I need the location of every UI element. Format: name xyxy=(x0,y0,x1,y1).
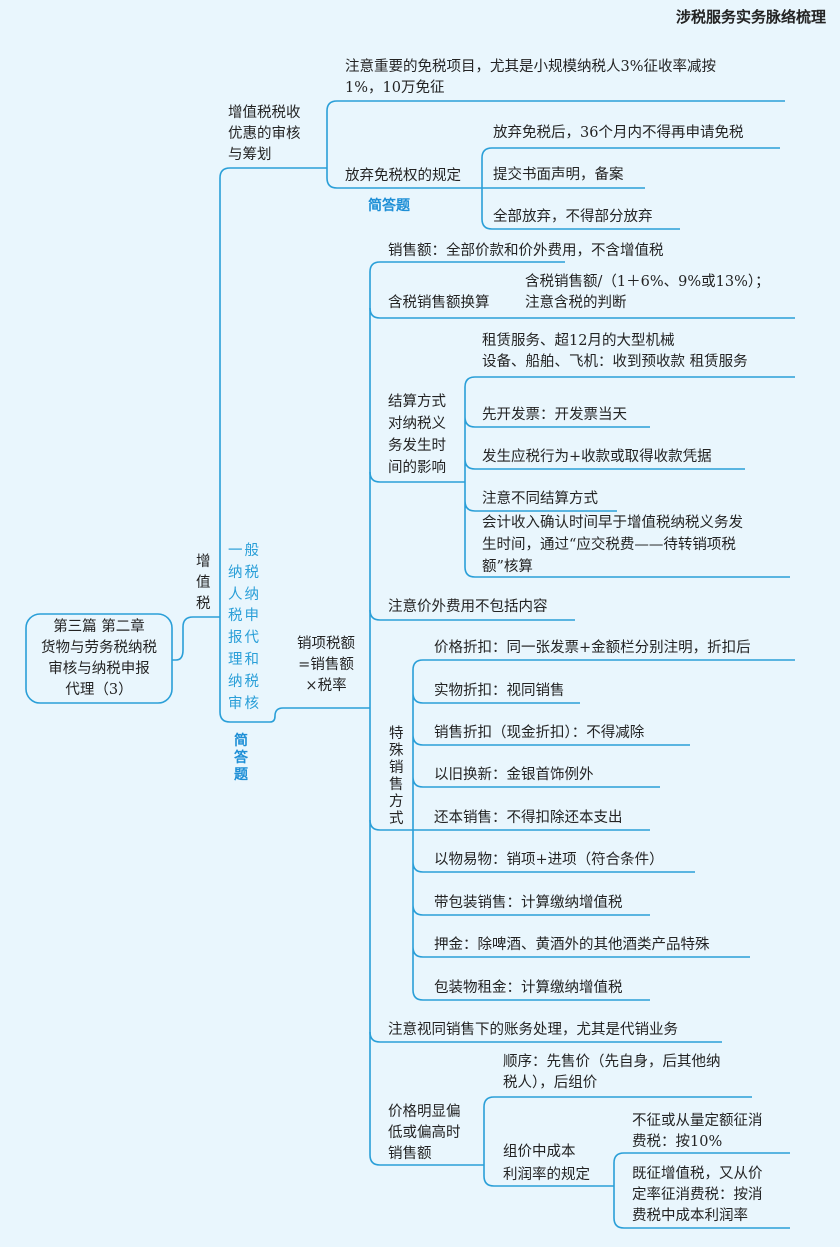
special-item: 带包装销售：计算缴纳增值税 xyxy=(434,895,623,911)
page-title: 涉税服务实务脉络梳理 xyxy=(675,8,826,26)
node-margin-rule: 组价中成本 利润率的规定 xyxy=(503,1144,590,1183)
special-item: 押金：除啤酒、黄酒外的其他酒类产品特殊 xyxy=(434,937,710,953)
special-item: 价格折扣：同一张发票+金额栏分别注明，折扣后 xyxy=(434,640,751,656)
special-item: 以物易物：销项+进项（符合条件） xyxy=(434,852,664,868)
abnormal-order: 顺序：先售价（先自身，后其他纳 税人），后组价 xyxy=(503,1054,721,1091)
node-exempt-note: 注意重要的免税项目，尤其是小规模纳税人3%征收率减按 1%，10万免征 xyxy=(345,59,717,96)
tax-inclusive-detail: 含税销售额/（1＋6%、9%或13%）； 注意含税的判断 xyxy=(525,274,770,311)
node-settlement: 结算方式 对纳税义 务发生时 间的影响 xyxy=(388,394,446,476)
margin-item: 不征或从量定额征消 费税：按10% xyxy=(632,1113,763,1150)
node-waiver: 放弃免税权的规定 xyxy=(345,168,461,184)
node-special-sales: 特殊销售方式 xyxy=(389,726,404,827)
special-item: 以旧换新：金银首饰例外 xyxy=(434,767,594,783)
node-vat: 增值税 xyxy=(196,554,211,612)
waiver-item: 全部放弃，不得部分放弃 xyxy=(493,209,653,225)
settlement-item: 注意不同结算方式 xyxy=(482,491,598,507)
settlement-item: 会计收入确认时间早于增值税纳税义务发 生时间，通过“应交税费——待转销项税 额”… xyxy=(482,515,743,575)
waiver-item: 提交书面声明，备案 xyxy=(493,167,624,183)
settlement-item: 先开发票：开发票当天 xyxy=(482,407,627,423)
settlement-item: 发生应税行为+收款或取得收款凭据 xyxy=(482,449,712,465)
root-box xyxy=(25,613,173,704)
short-answer-tag: 简答题 xyxy=(234,733,248,783)
special-item: 包装物租金：计算缴纳增值税 xyxy=(434,980,623,996)
special-item: 还本销售：不得扣除还本支出 xyxy=(434,810,623,826)
node-output-tax: 销项税额 =销售额 ×税率 xyxy=(297,636,355,694)
node-sales: 销售额：全部价款和价外费用，不含增值税 xyxy=(388,243,664,259)
node-deemed-sales: 注意视同销售下的账务处理，尤其是代销业务 xyxy=(388,1022,678,1038)
node-general-taxpayer: 一般纳税人纳税申报代理和纳税审核 xyxy=(228,543,261,712)
settlement-item: 租赁服务、超12月的大型机械 设备、船舶、飞机：收到预收款 租赁服务 xyxy=(482,333,748,370)
node-abnormal-price: 价格明显偏 低或偏高时 销售额 xyxy=(388,1104,461,1162)
node-tax-inclusive: 含税销售额换算 xyxy=(388,295,490,311)
node-extra-fees: 注意价外费用不包括内容 xyxy=(388,599,548,615)
waiver-item: 放弃免税后，36个月内不得再申请免税 xyxy=(493,125,744,141)
short-answer-tag: 简答题 xyxy=(368,198,410,214)
special-item: 实物折扣：视同销售 xyxy=(434,683,565,699)
special-item: 销售折扣（现金折扣）：不得减除 xyxy=(434,725,645,741)
root-node: 第三篇 第二章 货物与劳务税纳税 审核与纳税申报 代理（3） xyxy=(41,619,157,698)
node-preferential: 增值税税收 优惠的审核 与筹划 xyxy=(228,105,301,163)
margin-item: 既征增值税，又从价 定率征消费税：按消 费税中成本利润率 xyxy=(632,1166,763,1224)
